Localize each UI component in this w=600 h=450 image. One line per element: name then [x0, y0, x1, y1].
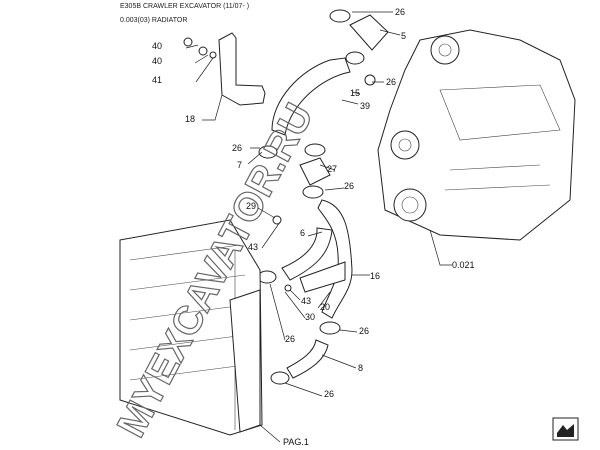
- next-page-icon[interactable]: [552, 417, 579, 441]
- callout-26[interactable]: 26: [324, 389, 334, 399]
- elbow-hose: [349, 14, 389, 51]
- callout-26[interactable]: 26: [344, 181, 354, 191]
- callout-26[interactable]: 26: [395, 7, 405, 17]
- diagram-subtitle: 0.003(03) RADIATOR: [120, 17, 188, 24]
- callout-26[interactable]: 26: [232, 143, 242, 153]
- engine-part: [377, 29, 576, 241]
- callout-26[interactable]: 26: [386, 77, 396, 87]
- callout-0-021[interactable]: 0.021: [452, 260, 475, 270]
- callout-16[interactable]: 16: [370, 271, 380, 281]
- washer-part: [209, 51, 217, 59]
- radiator-part: [119, 219, 263, 436]
- hose-6: [281, 227, 333, 281]
- callout-43[interactable]: 43: [301, 296, 311, 306]
- callout-27[interactable]: 27: [327, 164, 337, 174]
- callout-pag-1[interactable]: PAG.1: [283, 437, 309, 447]
- hose-8: [286, 339, 329, 379]
- callout-40[interactable]: 40: [152, 56, 162, 66]
- callout-41[interactable]: 41: [152, 75, 162, 85]
- callout-labels: 26 5 40 40 41 26 15 39 18 26 7 27 26 29 …: [152, 7, 475, 447]
- callout-15[interactable]: 15: [350, 88, 360, 98]
- nut-part: [183, 37, 193, 47]
- callout-20[interactable]: 20: [320, 302, 330, 312]
- bracket-part: [218, 32, 266, 106]
- callout-29[interactable]: 29: [246, 201, 256, 211]
- nut-part: [198, 46, 208, 56]
- callout-43[interactable]: 43: [248, 242, 258, 252]
- callout-7[interactable]: 7: [237, 160, 242, 170]
- callout-6[interactable]: 6: [300, 228, 305, 238]
- callout-30[interactable]: 30: [305, 312, 315, 322]
- callout-40[interactable]: 40: [152, 41, 162, 51]
- callout-8[interactable]: 8: [358, 363, 363, 373]
- callout-5[interactable]: 5: [401, 31, 406, 41]
- callout-18[interactable]: 18: [185, 114, 195, 124]
- callout-26[interactable]: 26: [285, 334, 295, 344]
- upper-hose: [271, 57, 351, 136]
- callout-39[interactable]: 39: [360, 101, 370, 111]
- hose-16: [317, 199, 353, 319]
- callout-26[interactable]: 26: [359, 326, 369, 336]
- diagram-title: E305B CRAWLER EXCAVATOR (11/07- ): [120, 3, 250, 10]
